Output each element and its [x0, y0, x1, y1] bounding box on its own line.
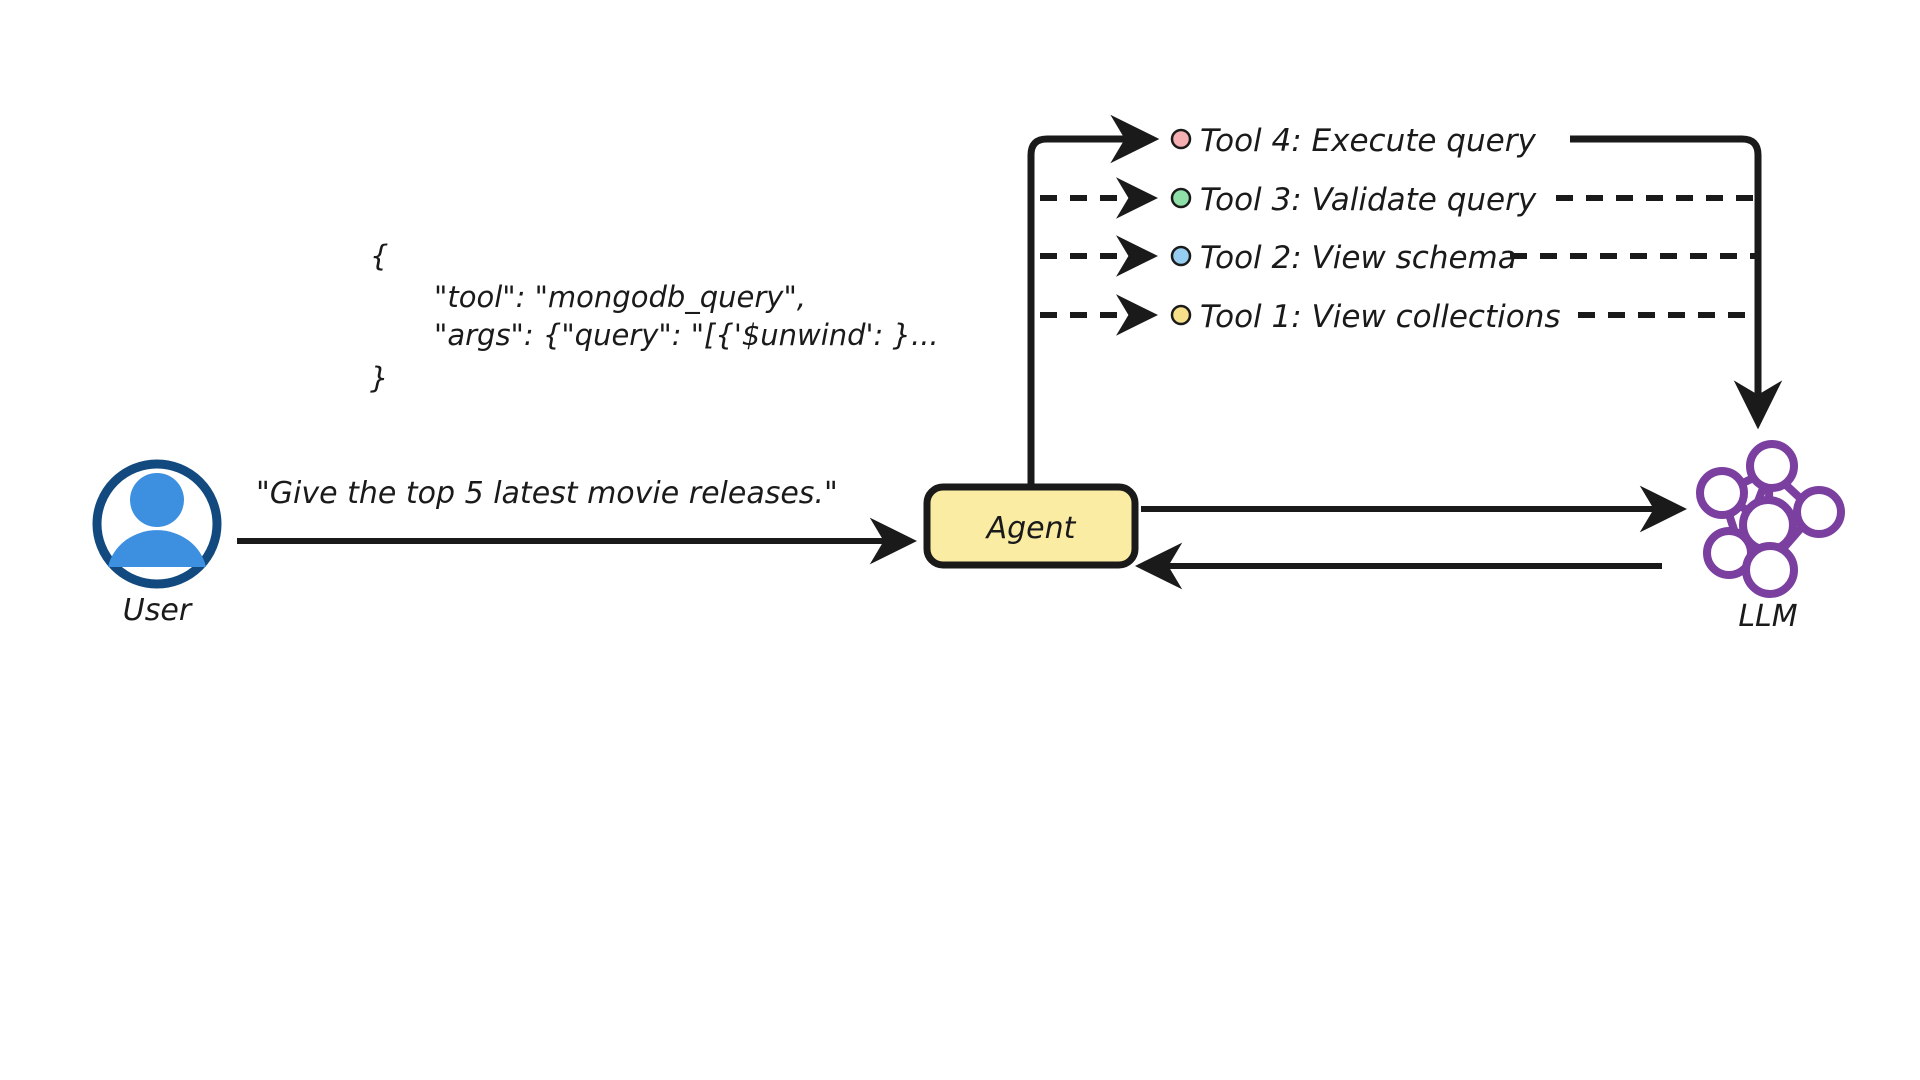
tool-3-label[interactable]: Tool 3: Validate query	[1200, 182, 1537, 218]
user-request-message: "Give the top 5 latest movie releases."	[256, 476, 838, 511]
llm-node[interactable]	[1696, 440, 1845, 598]
tool-call-json-open-brace: {	[370, 239, 388, 273]
tool-call-json-close-brace: }	[370, 361, 388, 395]
tool-1-bullet-icon	[1170, 304, 1192, 326]
edge-tool-4-to-llm	[1570, 135, 1783, 430]
tool-3-bullet-icon	[1170, 187, 1192, 209]
tool-1-label[interactable]: Tool 1: View collections	[1200, 299, 1561, 335]
user-avatar-body-icon	[108, 530, 206, 567]
tool-4-label[interactable]: Tool 4: Execute query	[1200, 123, 1536, 159]
edge-agent-to-tools	[1027, 114, 1160, 487]
tool-call-json-tool-line: "tool": "mongodb_query",	[434, 280, 806, 314]
tool-2-label[interactable]: Tool 2: View schema	[1200, 240, 1517, 276]
tool-2-bullet-icon	[1170, 245, 1192, 267]
llm-graph-nodes	[1696, 440, 1845, 598]
user-node[interactable]	[92, 459, 222, 589]
agent-label: Agent	[985, 511, 1077, 546]
llm-label: LLM	[1738, 599, 1797, 634]
tool-call-json-args-line: "args": {"query": "[{'$unwind': }...	[434, 318, 939, 352]
user-avatar-head-icon	[130, 473, 184, 527]
user-label: User	[123, 593, 193, 628]
tool-4-bullet-icon	[1170, 128, 1192, 150]
